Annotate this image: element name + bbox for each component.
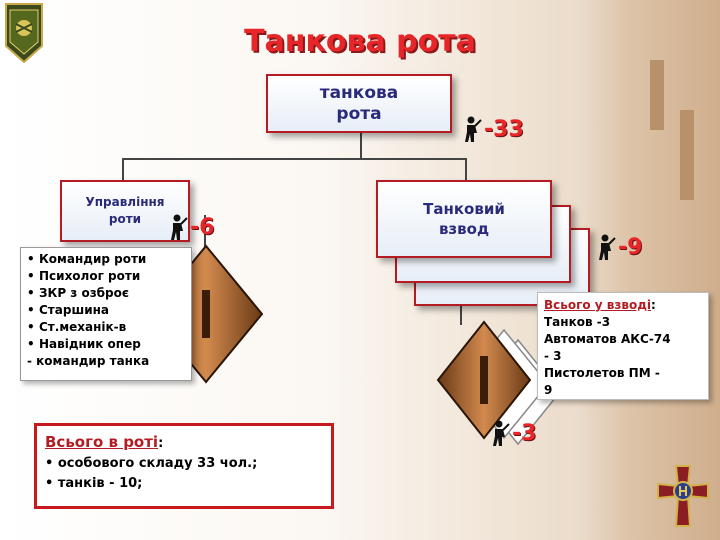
hq-box-line2: роти <box>108 212 142 226</box>
soldier-icon <box>171 214 188 240</box>
platoon-count: -9 <box>596 234 642 260</box>
platoon-info-line: Автоматов АКС-74 <box>544 332 671 346</box>
hq-staff-item: Командир роти <box>27 251 185 268</box>
company-box-line1: танкова <box>319 82 399 103</box>
cross-emblem-icon <box>650 464 716 534</box>
soldier-icon <box>599 234 616 260</box>
hq-staff-item: Старшина <box>27 302 185 319</box>
summary-item: танків - 10; <box>57 476 143 491</box>
emblem-icon <box>4 2 44 64</box>
platoon-info-colon: : <box>651 298 656 312</box>
tank-count-value: -3 <box>512 420 537 446</box>
deco-bar <box>650 60 664 130</box>
platoon-box-line1: Танковий <box>423 200 505 218</box>
platoon-info-heading: Всього у взводі <box>544 298 651 312</box>
hq-count-value: -6 <box>190 214 215 240</box>
company-summary: Всього в роті: • особового складу 33 чол… <box>34 423 334 509</box>
hq-staff-tail: - командир танка <box>27 354 150 368</box>
hq-box-line1: Управління <box>85 195 165 209</box>
platoon-count-value: -9 <box>618 234 643 260</box>
company-count: -33 <box>462 116 524 142</box>
company-box-line2: рота <box>336 103 382 124</box>
hq-box: Управління роти <box>60 180 190 242</box>
hq-staff-list: Командир роти Психолог роти ЗКР з озброє… <box>20 247 192 381</box>
platoon-box-line2: взвод <box>438 220 490 238</box>
platoon-info-line: - 3 <box>544 349 562 363</box>
tank-diamonds <box>436 300 586 470</box>
hq-staff-item: ЗКР з озброє <box>27 285 185 302</box>
hq-staff-item: Психолог роти <box>27 268 185 285</box>
platoon-info-line: 9 <box>544 383 553 397</box>
deco-bar <box>680 110 694 200</box>
soldier-icon <box>493 420 510 446</box>
platoon-box: Танковий взвод <box>376 180 552 258</box>
soldier-icon <box>465 116 482 142</box>
tank-count: -3 <box>490 420 536 446</box>
platoon-info-line: Танков -3 <box>544 315 611 329</box>
platoon-info-line: Пистолетов ПМ - <box>544 366 660 380</box>
summary-heading: Всього в роті <box>45 433 159 451</box>
connector-line <box>360 131 362 159</box>
hq-staff-item: Ст.механік-в <box>27 319 185 336</box>
hq-count: -6 <box>168 214 214 240</box>
company-count-value: -33 <box>484 116 524 142</box>
connector-line <box>122 158 124 182</box>
page-title: Танкова рота <box>244 24 476 59</box>
summary-item: особового складу 33 чол.; <box>57 456 258 471</box>
company-box: танкова рота <box>266 74 452 133</box>
connector-line <box>204 215 206 255</box>
summary-colon: : <box>158 436 164 451</box>
background-decoration <box>580 0 720 540</box>
platoon-info-box: Всього у взводі: Танков -3 Автоматов АКС… <box>537 292 709 400</box>
connector-line <box>122 158 467 160</box>
connector-line <box>465 158 467 180</box>
hq-staff-item: Навідник опер <box>27 336 185 353</box>
